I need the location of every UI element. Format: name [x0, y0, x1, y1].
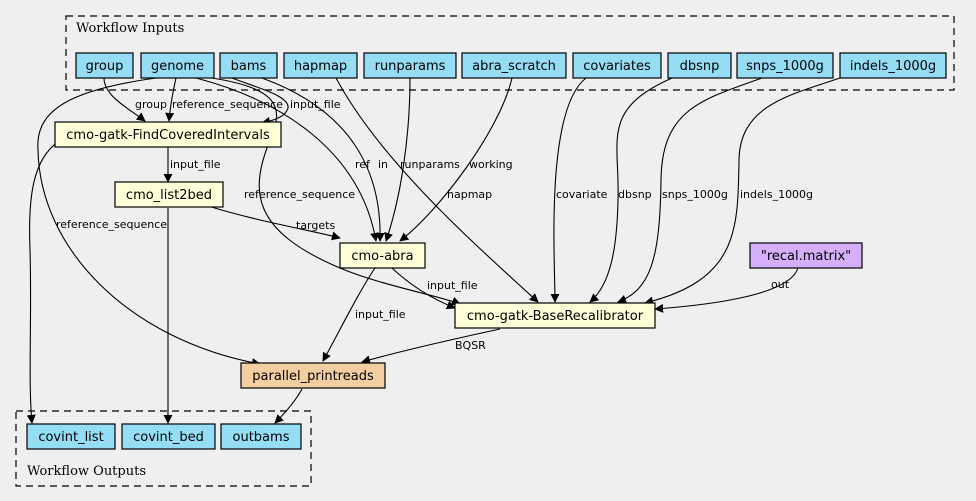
input-node-abra-scratch-label: abra_scratch — [472, 59, 556, 74]
output-node-outbams-label: outbams — [233, 430, 290, 445]
edge-bams-abra — [261, 77, 385, 242]
step-node-abra-label: cmo-abra — [351, 249, 413, 264]
step-node-list2bed-label: cmo_list2bed — [126, 188, 212, 203]
edge-label-out: out — [771, 278, 790, 291]
step-node-parallel-printreads[interactable]: parallel_printreads — [240, 362, 386, 389]
edge-label-covariate: covariate — [556, 188, 608, 201]
edge-label-working: working — [469, 158, 513, 171]
step-node-abra[interactable]: cmo-abra — [339, 242, 426, 269]
edge-snps-br — [617, 77, 763, 304]
step-node-parallel-printreads-label: parallel_printreads — [252, 369, 374, 384]
edge-label-in: in — [378, 158, 388, 171]
edge-label-dbsnp: dbsnp — [618, 188, 652, 201]
output-node-covint-bed[interactable]: covint_bed — [121, 423, 216, 450]
step-nodes: cmo-gatk-FindCoveredIntervals cmo_list2b… — [54, 121, 863, 389]
edge-runparams-abra — [384, 77, 411, 242]
edges — [26, 77, 841, 424]
output-node-covint-list-label: covint_list — [38, 430, 103, 445]
input-node-indels-1000g-label: indels_1000g — [850, 59, 936, 74]
input-node-dbsnp[interactable]: dbsnp — [667, 52, 732, 79]
input-node-covariates[interactable]: covariates — [572, 52, 662, 79]
edge-covariates-br — [550, 77, 587, 303]
edge-label-ref-seq-pp: reference_sequence — [56, 218, 167, 231]
output-nodes: covint_list covint_bed outbams — [26, 423, 302, 450]
input-node-hapmap[interactable]: hapmap — [283, 52, 358, 79]
workflow-outputs-label: Workflow Outputs — [27, 464, 146, 479]
edge-label-snps-1000g: snps_1000g — [662, 188, 728, 201]
input-node-group-label: group — [86, 59, 124, 74]
input-node-group[interactable]: group — [75, 52, 134, 79]
edge-label-indels-1000g: indels_1000g — [740, 188, 813, 201]
input-node-covariates-label: covariates — [583, 59, 651, 74]
edge-genome-br — [211, 77, 461, 306]
input-node-snps-1000g[interactable]: snps_1000g — [736, 52, 834, 79]
input-node-dbsnp-label: dbsnp — [680, 59, 720, 74]
edge-printreads-outbams — [274, 388, 303, 424]
edge-dbsnp-br — [589, 77, 673, 303]
input-node-genome-label: genome — [151, 59, 204, 74]
input-node-runparams-label: runparams — [375, 59, 446, 74]
edge-label-bqsr: BQSR — [455, 339, 486, 352]
edge-list2bed-abra — [207, 205, 341, 241]
edge-label-ref-seq-br: reference_sequence — [244, 188, 355, 201]
input-node-indels-1000g[interactable]: indels_1000g — [839, 52, 947, 79]
edge-fci-covint-list — [26, 141, 59, 424]
edge-group-fci — [103, 77, 146, 122]
step-node-list2bed[interactable]: cmo_list2bed — [114, 181, 224, 208]
output-node-outbams[interactable]: outbams — [220, 423, 302, 450]
edge-label-hapmap: hapmap — [447, 188, 492, 201]
input-node-runparams[interactable]: runparams — [363, 52, 457, 79]
input-nodes: group genome bams hapmap runparams abra_… — [75, 52, 947, 79]
edge-genome-printreads — [37, 77, 261, 367]
edge-label-input-file-pp: input_file — [355, 308, 406, 321]
edge-label-ref: ref — [355, 158, 371, 171]
workflow-outputs-cluster: Workflow Outputs — [15, 410, 312, 487]
edge-genome-abra — [195, 77, 380, 242]
step-node-find-covered-intervals-label: cmo-gatk-FindCoveredIntervals — [66, 128, 270, 143]
input-node-bams-label: bams — [231, 59, 267, 74]
step-node-find-covered-intervals[interactable]: cmo-gatk-FindCoveredIntervals — [54, 121, 282, 148]
edge-indels-br — [644, 77, 841, 306]
edge-labels: group reference_sequence input_file ref … — [56, 98, 813, 352]
output-node-covint-list[interactable]: covint_list — [26, 423, 116, 450]
input-node-bams[interactable]: bams — [219, 52, 278, 79]
default-node-recal-matrix[interactable]: "recal.matrix" — [749, 242, 863, 269]
edge-hapmap-br — [335, 77, 539, 303]
edge-label-input-file-br: input_file — [427, 279, 478, 292]
input-node-abra-scratch[interactable]: abra_scratch — [461, 52, 567, 79]
edge-abra-printreads — [322, 267, 376, 362]
edge-label-input-file-l2b: input_file — [170, 158, 221, 171]
default-node-recal-matrix-label: "recal.matrix" — [761, 249, 851, 264]
edge-recal-br — [654, 267, 799, 313]
output-node-covint-bed-label: covint_bed — [133, 430, 204, 445]
edge-abra-scratch-abra — [399, 77, 513, 242]
edge-label-runparams: runparams — [400, 158, 460, 171]
edge-label-group: group — [135, 98, 167, 111]
input-node-hapmap-label: hapmap — [294, 59, 347, 74]
edge-genome-fci — [165, 77, 177, 122]
edge-bams-fci — [231, 77, 289, 126]
input-node-snps-1000g-label: snps_1000g — [746, 59, 824, 74]
edge-label-input-file-fci: input_file — [290, 98, 341, 111]
edge-abra-br — [391, 267, 456, 310]
edge-label-targets: targets — [296, 219, 335, 232]
input-node-genome[interactable]: genome — [140, 52, 215, 79]
edge-label-ref-seq-fci: reference_sequence — [172, 98, 283, 111]
step-node-base-recalibrator[interactable]: cmo-gatk-BaseRecalibrator — [454, 302, 656, 329]
edge-br-printreads — [361, 328, 501, 365]
workflow-inputs-label: Workflow Inputs — [76, 21, 184, 36]
workflow-inputs-cluster: Workflow Inputs — [65, 15, 955, 91]
step-node-base-recalibrator-label: cmo-gatk-BaseRecalibrator — [467, 309, 644, 324]
